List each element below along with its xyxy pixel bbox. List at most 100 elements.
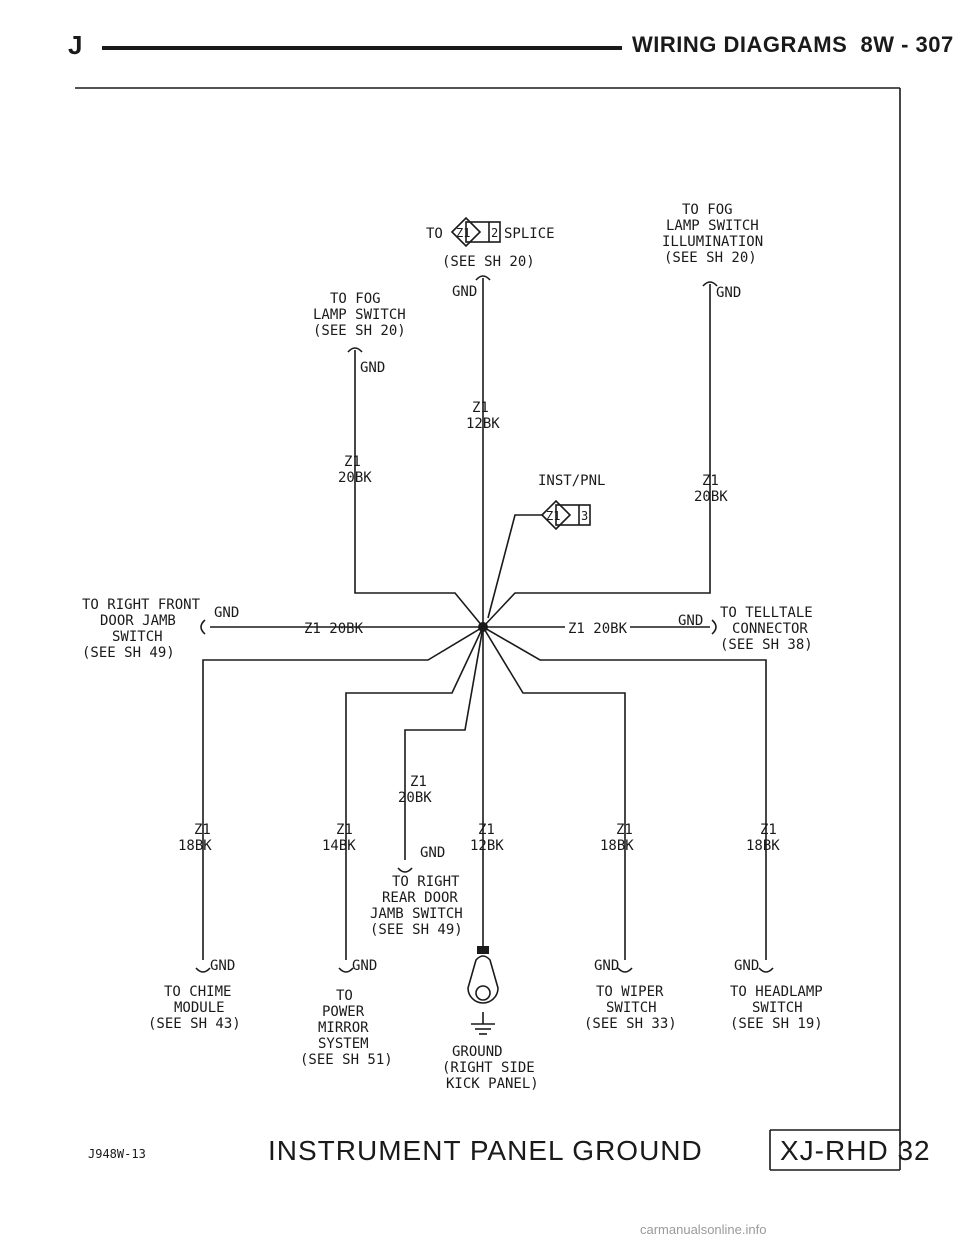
headlamp-gnd: GND (734, 958, 759, 974)
labels: TO Z1 2 SPLICE (SEE SH 20) GND Z1 12BK T… (82, 202, 823, 1092)
diagram-footer: J948W-13 INSTRUMENT PANEL GROUND XJ-RHD … (88, 1135, 931, 1166)
rear-door-line-4: (SEE SH 49) (370, 922, 463, 938)
hook-power-mirror (338, 967, 354, 973)
fog-lamp-line-2: LAMP SWITCH (313, 307, 406, 323)
inst-pnl-splice-id: Z1 (546, 509, 560, 523)
fog-lamp-line-3: (SEE SH 20) (313, 323, 406, 339)
hook-fog-lamp (347, 347, 363, 353)
ground-line-3: KICK PANEL) (446, 1076, 539, 1092)
wire-inst-pnl (487, 514, 542, 619)
hook-wiper (617, 967, 633, 973)
chime-gnd: GND (210, 958, 235, 974)
wire-rear-door (404, 626, 484, 860)
headlamp-line-2: SWITCH (752, 1000, 803, 1016)
ground-symbol-icon (467, 946, 499, 1035)
diagram-title: INSTRUMENT PANEL GROUND (268, 1135, 703, 1166)
fog-lamp-wire-gauge: 20BK (338, 470, 372, 486)
hook-right-front-door (200, 619, 206, 635)
connector-hooks (195, 275, 774, 973)
page-header: J WIRING DIAGRAMS 8W - 307 (0, 0, 960, 70)
wiper-line-3: (SEE SH 33) (584, 1016, 677, 1032)
wire-chime (202, 626, 484, 960)
ground-wire-gauge: 12BK (470, 838, 504, 854)
splice-top-gnd: GND (452, 284, 477, 300)
wiper-line-1: TO WIPER (596, 984, 664, 1000)
splice-top-wire-circuit: Z1 (472, 400, 489, 416)
fog-lamp-gnd: GND (360, 360, 385, 376)
inst-pnl-label: INST/PNL (538, 473, 605, 489)
fog-illum-line-3: ILLUMINATION (662, 234, 763, 250)
hook-fog-illumination (702, 281, 718, 287)
power-mirror-line-3: MIRROR (318, 1020, 369, 1036)
right-front-gnd: GND (214, 605, 239, 621)
headlamp-line-3: (SEE SH 19) (730, 1016, 823, 1032)
ground-wire-circuit: Z1 (478, 822, 495, 838)
splice-top-see: (SEE SH 20) (442, 254, 535, 270)
chime-wire-circuit: Z1 (194, 822, 211, 838)
wiper-gnd: GND (594, 958, 619, 974)
chime-wire-gauge: 18BK (178, 838, 212, 854)
chime-line-2: MODULE (174, 1000, 225, 1016)
fog-illum-line-1: TO FOG (682, 202, 733, 218)
rear-door-wire-gauge: 20BK (398, 790, 432, 806)
rear-door-line-2: REAR DOOR (382, 890, 458, 906)
fog-illum-line-2: LAMP SWITCH (666, 218, 759, 234)
telltale-wire: Z1 20BK (568, 621, 628, 637)
chime-line-3: (SEE SH 43) (148, 1016, 241, 1032)
fog-lamp-line-1: TO FOG (330, 291, 381, 307)
header-letter: J (68, 30, 83, 60)
power-mirror-gnd: GND (352, 958, 377, 974)
hook-rear-door (397, 867, 413, 873)
fog-illum-wire-gauge: 20BK (694, 489, 728, 505)
telltale-line-2: CONNECTOR (732, 621, 808, 637)
chime-line-1: TO CHIME (164, 984, 231, 1000)
headlamp-wire-circuit: Z1 (760, 822, 777, 838)
hook-headlamp (758, 967, 774, 973)
power-mirror-line-1: TO (336, 988, 353, 1004)
rear-door-line-3: JAMB SWITCH (370, 906, 463, 922)
header-title-text: WIRING DIAGRAMS (632, 32, 848, 57)
right-front-line-1: TO RIGHT FRONT (82, 597, 201, 613)
splice-top-num: 2 (491, 226, 498, 240)
fog-illum-line-4: (SEE SH 20) (664, 250, 757, 266)
rear-door-gnd: GND (420, 845, 445, 861)
fog-lamp-wire-circuit: Z1 (344, 454, 361, 470)
power-mirror-line-4: SYSTEM (318, 1036, 369, 1052)
ground-line-1: GROUND (452, 1044, 503, 1060)
fog-illum-gnd: GND (716, 285, 741, 301)
splice-top-label: SPLICE (504, 226, 555, 242)
power-mirror-wire-gauge: 14BK (322, 838, 356, 854)
hook-chime (195, 967, 211, 973)
splice-symbol-z1-3 (540, 499, 591, 531)
right-front-line-4: (SEE SH 49) (82, 645, 175, 661)
hook-splice-top (475, 275, 491, 281)
headlamp-line-1: TO HEADLAMP (730, 984, 823, 1000)
splice-top-wire-gauge: 12BK (466, 416, 500, 432)
rear-door-line-1: TO RIGHT (392, 874, 460, 890)
header-title: WIRING DIAGRAMS 8W - 307 (632, 32, 954, 58)
wire-fog-lamp (354, 350, 484, 628)
telltale-line-3: (SEE SH 38) (720, 637, 813, 653)
right-front-line-3: SWITCH (112, 629, 163, 645)
wires (202, 278, 767, 960)
power-mirror-line-5: (SEE SH 51) (300, 1052, 393, 1068)
right-front-line-2: DOOR JAMB (100, 613, 176, 629)
splice-symbol-z1-2 (450, 216, 501, 248)
telltale-gnd: GND (678, 613, 703, 629)
page-frame (75, 87, 901, 1171)
fog-illum-wire-circuit: Z1 (702, 473, 719, 489)
wiper-wire-circuit: Z1 (616, 822, 633, 838)
figure-id: J948W-13 (88, 1147, 146, 1161)
power-mirror-wire-circuit: Z1 (336, 822, 353, 838)
right-front-wire: Z1 20BK (304, 621, 364, 637)
hook-telltale (711, 619, 717, 635)
telltale-line-1: TO TELLTALE (720, 605, 813, 621)
rear-door-wire-circuit: Z1 (410, 774, 427, 790)
header-page-number: 8W - 307 (860, 32, 954, 57)
wire-power-mirror (345, 626, 484, 960)
sheet-id: XJ-RHD 32 (780, 1135, 931, 1166)
watermark: carmanualsonline.info (640, 1222, 767, 1237)
wiper-line-2: SWITCH (606, 1000, 657, 1016)
splice-top-to: TO (426, 226, 443, 242)
